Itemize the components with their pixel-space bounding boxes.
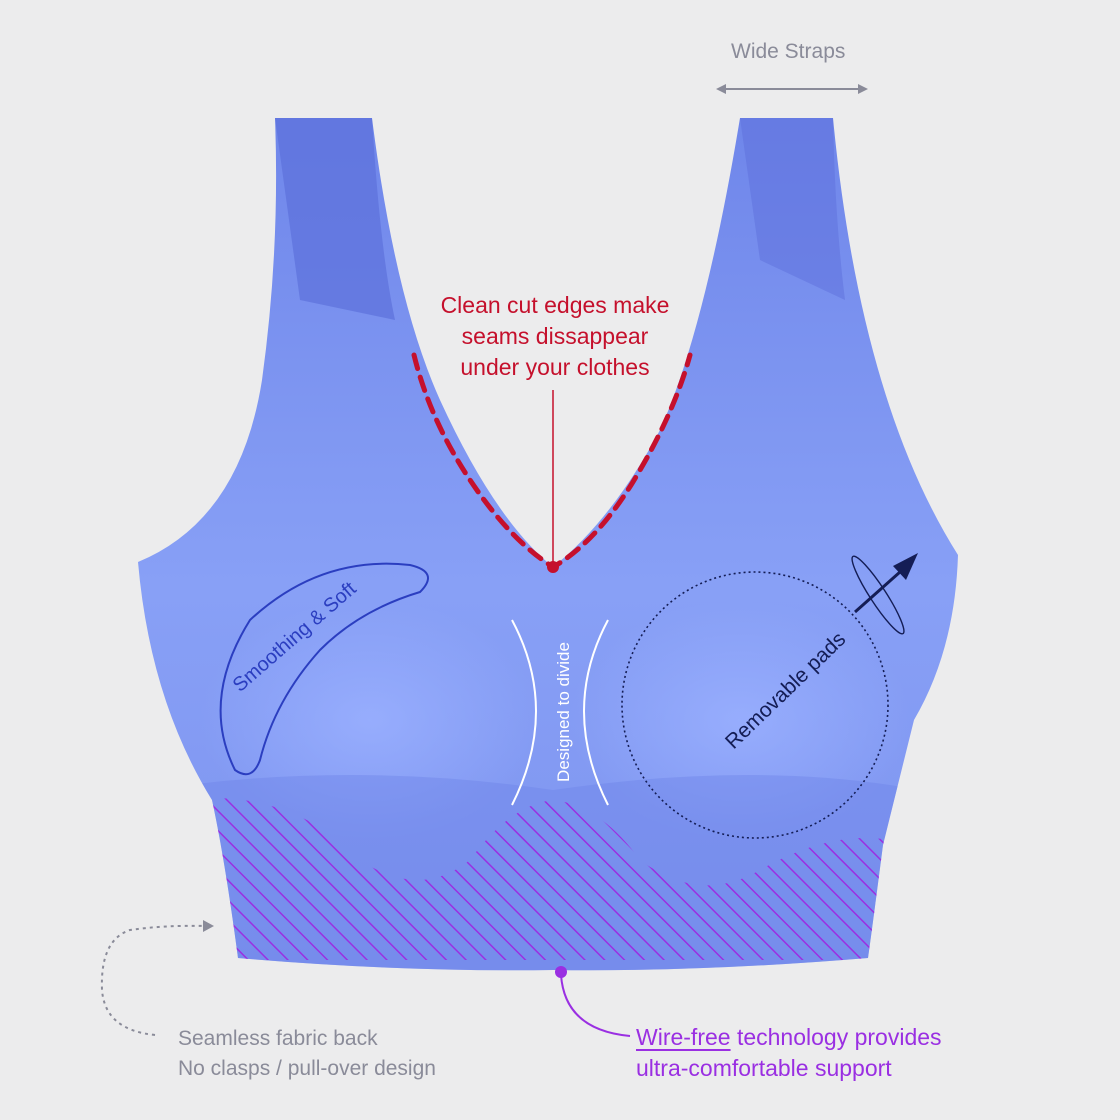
divide-label: Designed to divide: [554, 642, 573, 782]
wide-straps-arrow-left-head: [716, 84, 726, 94]
wide-straps-label: Wide Straps: [731, 40, 846, 63]
clean-edges-line: Clean cut edges make: [440, 292, 670, 318]
clean-edges-caption: Clean cut edges make seams dissappear un…: [400, 290, 710, 383]
smoothing-crescent: [219, 562, 429, 776]
wire-free-caption: Wire-free technology provides ultra-comf…: [636, 1022, 942, 1084]
seamless-back-dotted-arrow: [100, 924, 206, 1036]
seamless-back-line: Seamless fabric back: [178, 1027, 378, 1050]
seamless-back-caption: Seamless fabric back No clasps / pull-ov…: [178, 1024, 436, 1084]
clean-edges-line: under your clothes: [460, 354, 650, 380]
divide-arc-right: [583, 619, 609, 806]
left-strap-shade: [275, 118, 395, 320]
removable-pad-circle: [621, 571, 889, 839]
right-cup-highlight: [570, 600, 910, 840]
wire-free-dot: [555, 966, 567, 978]
seamless-back-arrow-head: [203, 920, 214, 932]
wire-free-rest: technology provides: [730, 1024, 942, 1050]
wire-free-line-1: Wire-free technology provides: [636, 1022, 942, 1053]
clean-edge-dot: [547, 561, 559, 573]
wire-free-underlined: Wire-free: [636, 1024, 731, 1050]
wire-free-hatch-area: [212, 798, 890, 960]
right-strap-shade: [740, 118, 845, 300]
pad-arrow-head: [893, 553, 918, 580]
seamless-back-line: No clasps / pull-over design: [178, 1057, 436, 1080]
divide-arc-left: [511, 619, 537, 806]
wire-free-line-2: ultra-comfortable support: [636, 1055, 892, 1081]
clean-edges-line: seams dissappear: [461, 323, 649, 349]
wire-free-leader: [560, 974, 631, 1037]
pad-arrow-shaft: [854, 570, 901, 614]
left-cup-highlight: [200, 600, 540, 840]
